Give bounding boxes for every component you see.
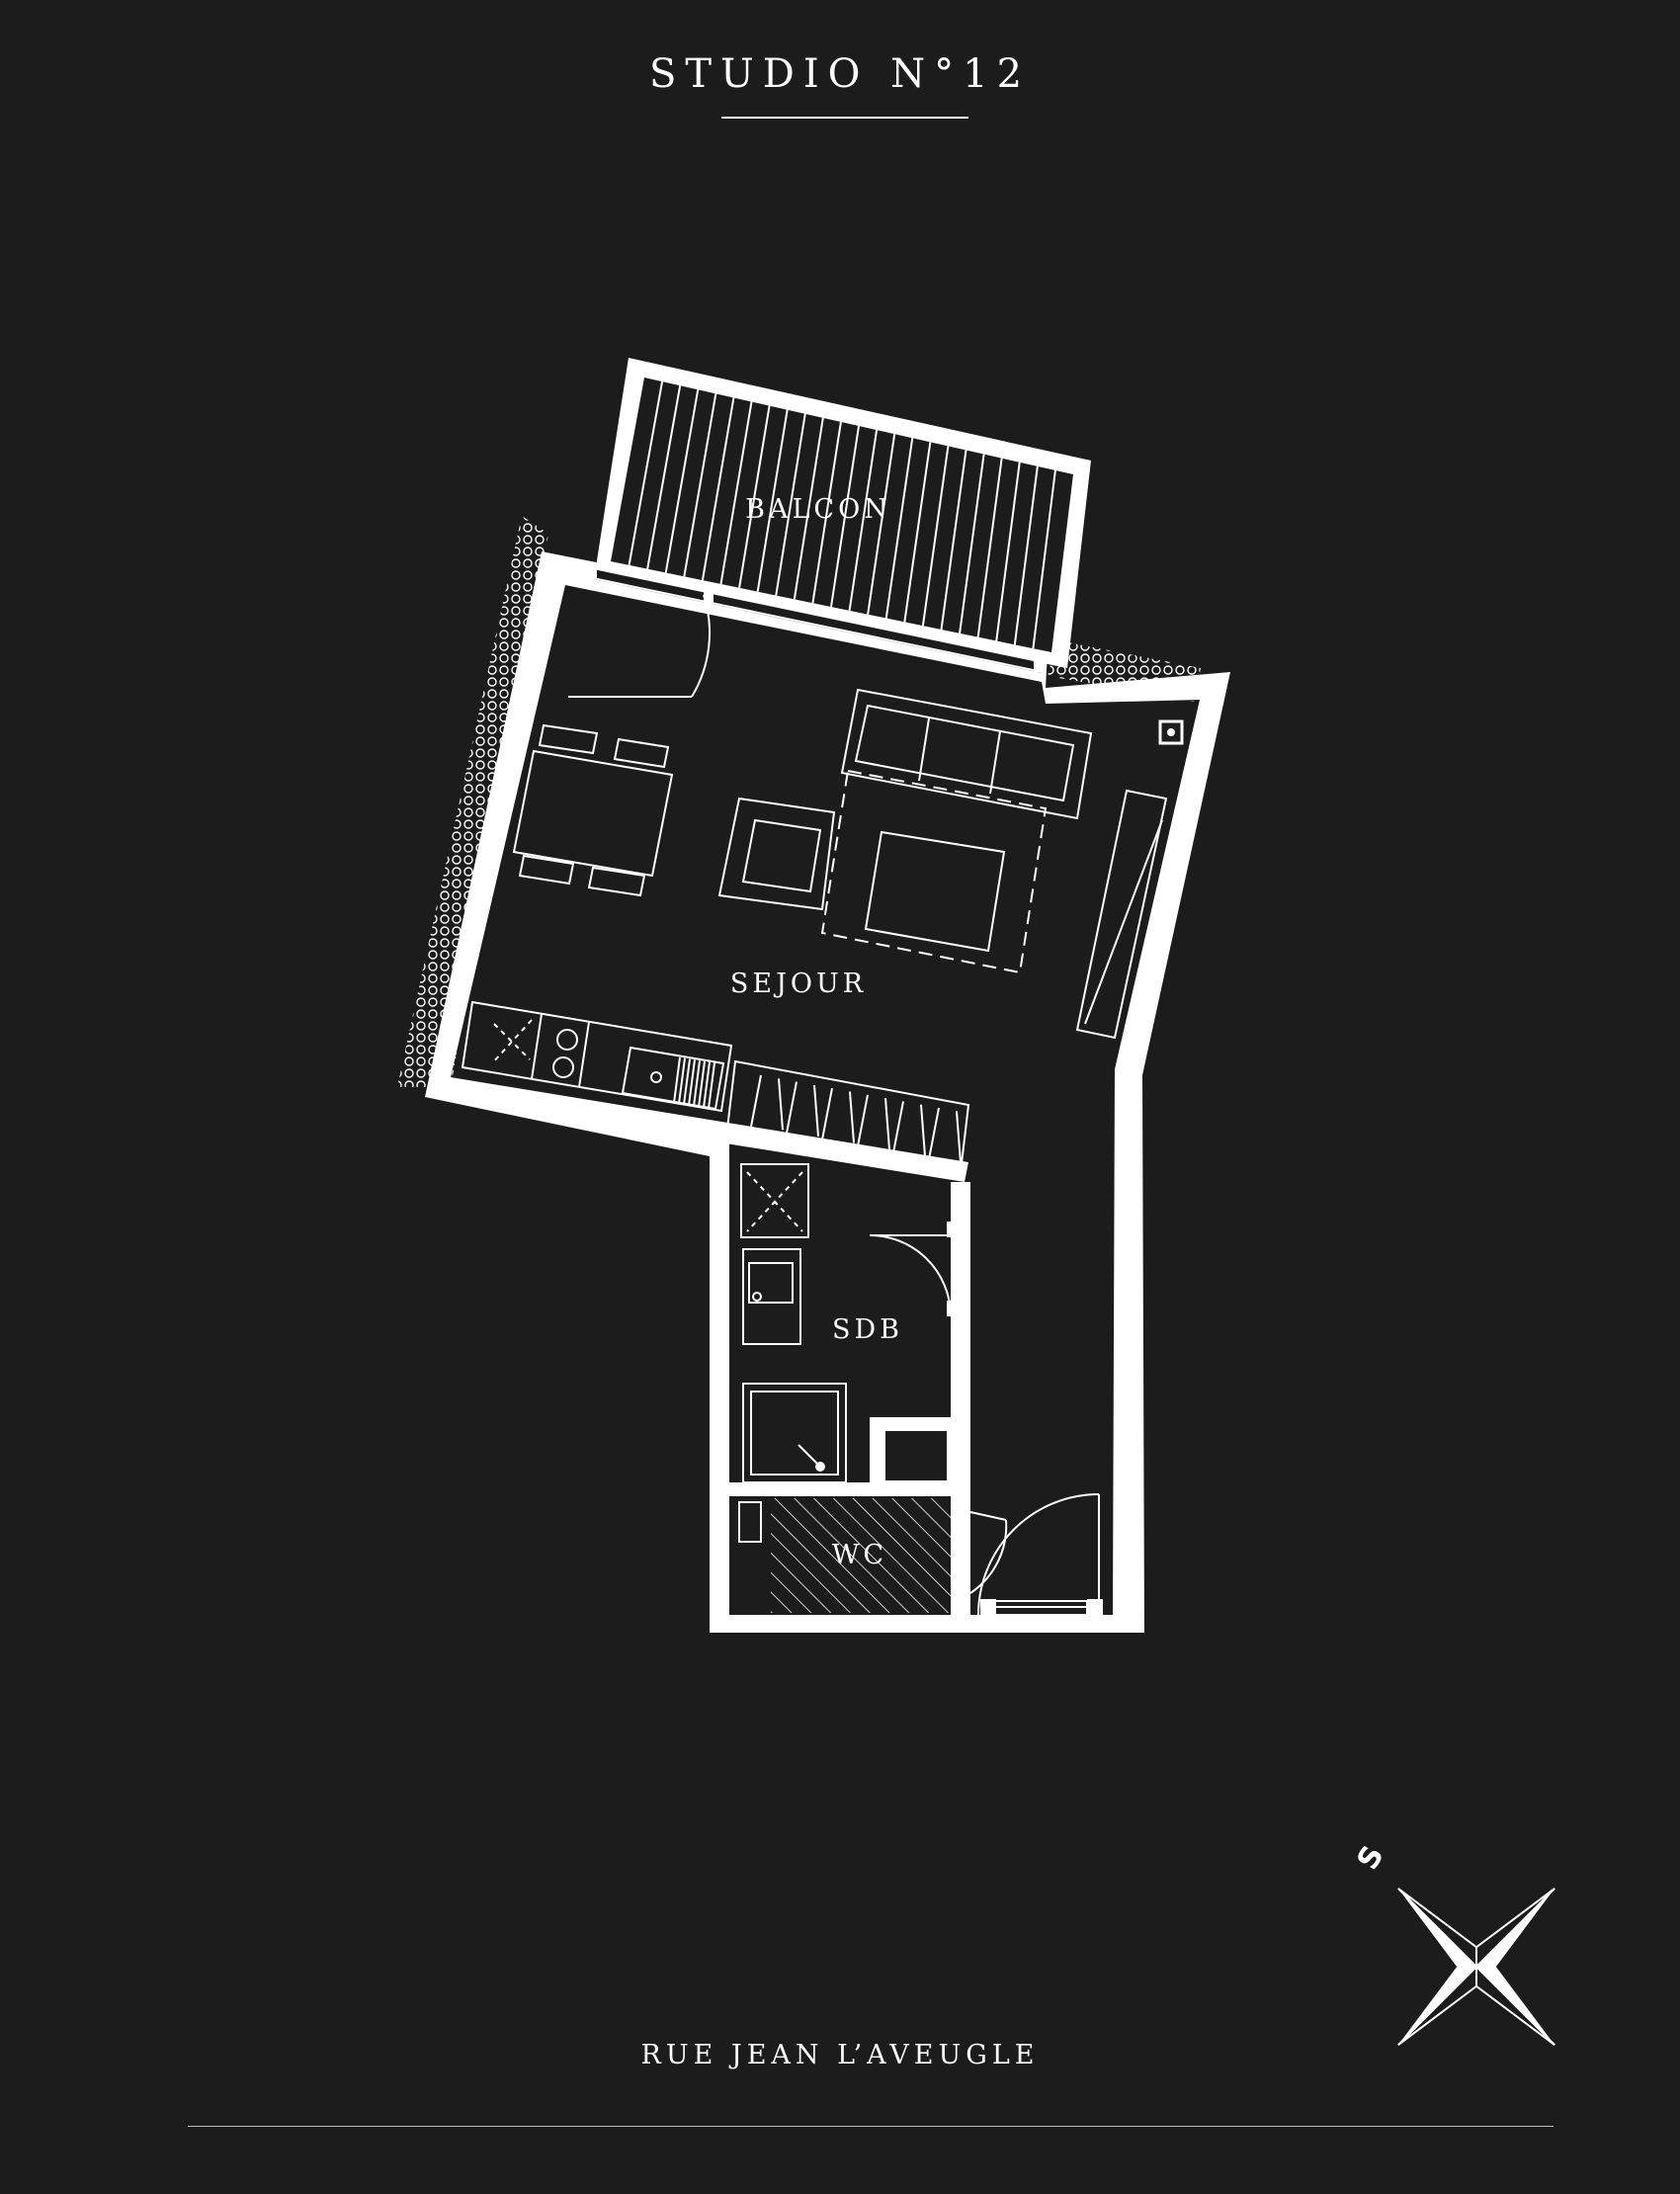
bottom-divider: [188, 2126, 1554, 2127]
hatch-line: [821, 1088, 833, 1140]
hatch-line: [664, 389, 700, 573]
storage-rack: [725, 1059, 970, 1174]
hatch-line: [738, 405, 771, 588]
hatch-line: [1032, 469, 1056, 649]
partitions: [451, 1077, 970, 1617]
hatch-line: [698, 1060, 706, 1108]
hatch-line: [848, 429, 879, 611]
hatch-line: [903, 442, 932, 623]
hatch-line: [928, 1107, 940, 1160]
hatch-line: [940, 450, 967, 631]
room-label-sdb: SDB: [832, 1314, 903, 1345]
hatch-line: [884, 438, 914, 619]
title-underline: [721, 117, 968, 119]
hatch-line: [673, 1056, 681, 1104]
bathroom-fixtures: [740, 1163, 959, 1483]
hatch-line: [1013, 465, 1039, 645]
hatch-line: [683, 393, 717, 577]
wc-area: [738, 1498, 1008, 1613]
sofa: [840, 688, 1093, 820]
hatch-line: [867, 434, 896, 615]
hatch-line: [920, 1104, 926, 1156]
entrance-door: [977, 1493, 1103, 1619]
room-label-sejour: SEJOUR: [730, 969, 867, 999]
apartment-walls: [425, 551, 1230, 1633]
hatch-line: [756, 409, 789, 592]
hatch-line: [830, 425, 860, 608]
hatch-line: [786, 1081, 798, 1134]
hatch-line: [793, 417, 824, 600]
hatch-line: [703, 1061, 711, 1108]
hatch-line: [811, 421, 842, 604]
hatch-line: [995, 462, 1021, 641]
hatch-line: [683, 1058, 691, 1105]
hatch-line: [956, 1111, 962, 1163]
room-label-wc: WC: [832, 1540, 887, 1570]
hatch-line: [646, 384, 682, 569]
hatch-line: [849, 1091, 855, 1143]
hatch-line: [693, 1060, 701, 1107]
hatch-line: [921, 446, 950, 627]
compass-rose-icon: [1397, 1888, 1555, 2046]
hatch-line: [778, 1078, 784, 1131]
hatch-line: [688, 1059, 696, 1106]
hatch-line: [813, 1084, 819, 1137]
hatch-line: [959, 454, 985, 633]
hatch-line: [628, 380, 664, 566]
rug: [820, 769, 1048, 974]
hatch-line: [976, 458, 1003, 637]
armchair: [717, 797, 836, 911]
hatch-line: [775, 413, 806, 596]
hatch-line: [701, 397, 735, 581]
hatch-line: [750, 1074, 762, 1128]
hatch-line: [678, 1057, 686, 1104]
street-name: RUE JEAN L’AVEUGLE: [640, 2040, 1040, 2070]
hatch-line: [708, 1062, 715, 1109]
balcony-door: [568, 594, 711, 698]
kitchen-counter: [461, 1000, 733, 1113]
hatch-line: [719, 401, 753, 585]
hatch-line: [884, 1098, 890, 1150]
compass-label: S: [1351, 1840, 1391, 1876]
page-title: STUDIO N°12: [648, 51, 1032, 97]
room-label-balcon: BALCON: [745, 494, 891, 525]
hatch-line: [892, 1101, 904, 1153]
dining-table: [512, 723, 674, 897]
wardrobe: [1075, 789, 1168, 1040]
hatch-line: [857, 1094, 869, 1146]
planter-left: [397, 516, 548, 1087]
